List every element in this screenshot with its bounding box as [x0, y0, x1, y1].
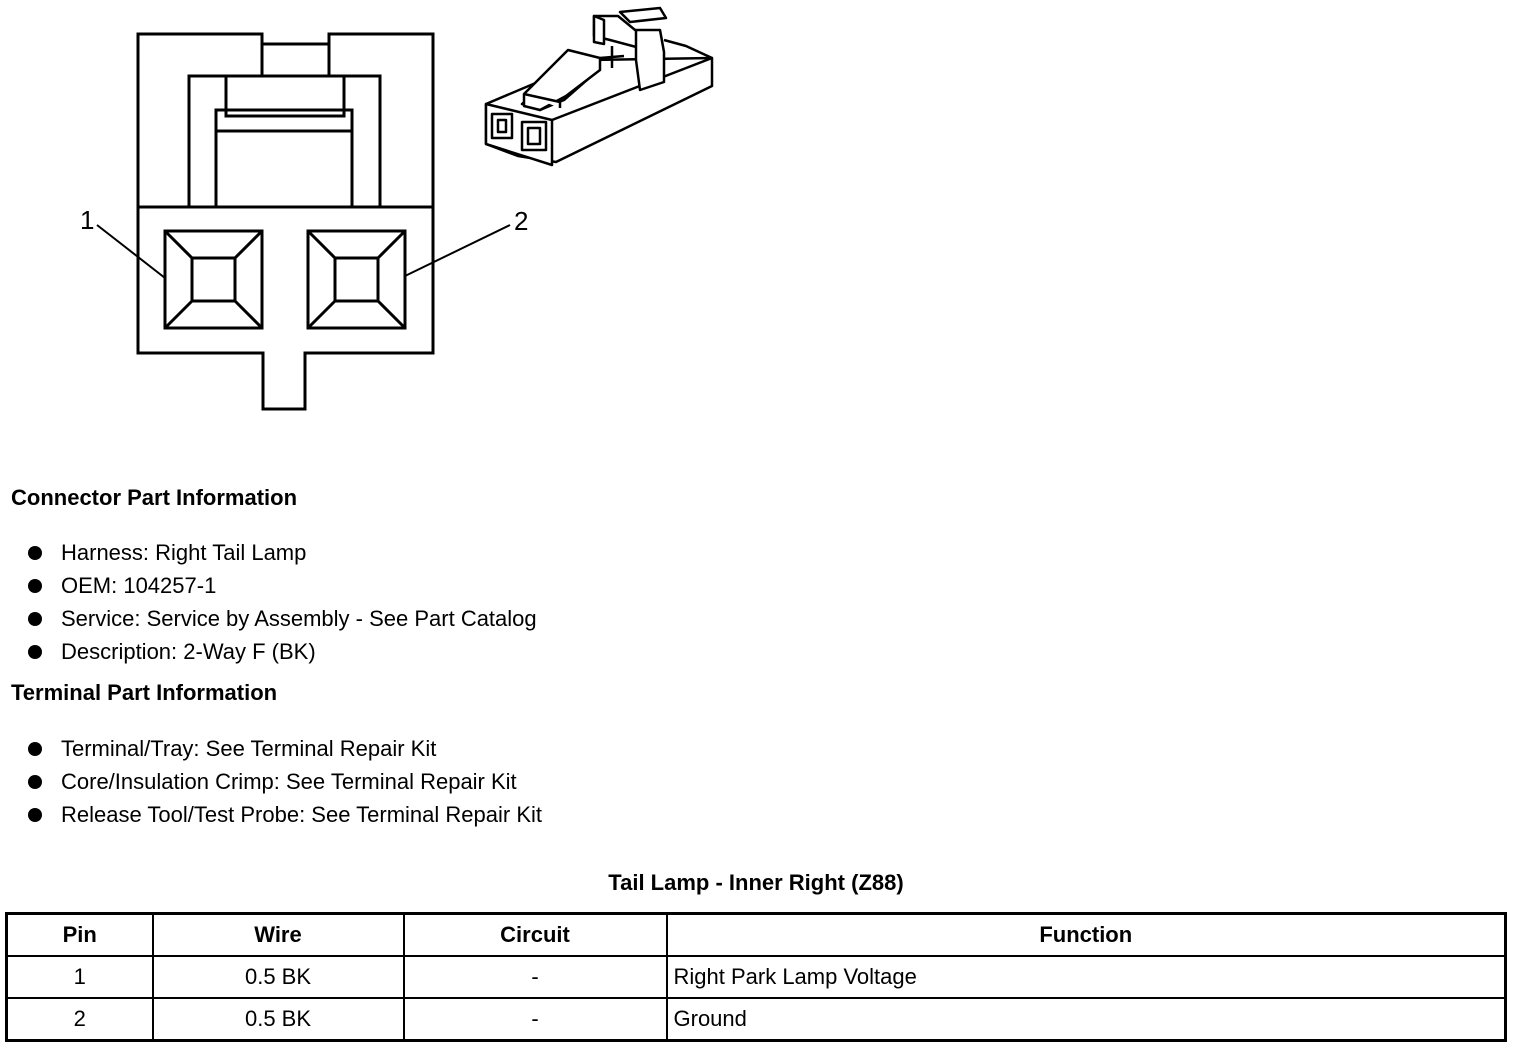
cavity-2-icon: [306, 229, 407, 330]
list-item-text: Description: 2-Way F (BK): [61, 639, 316, 664]
header-circuit: Circuit: [402, 912, 668, 957]
list-item-text: Harness: Right Tail Lamp: [61, 540, 307, 565]
list-item: Harness: Right Tail Lamp: [28, 536, 537, 569]
pinout-table: Pin Wire Circuit Function 1 0.5 BK - Rig…: [5, 912, 1507, 1042]
terminal-info-list: Terminal/Tray: See Terminal Repair Kit C…: [28, 732, 542, 831]
table-row: 2 0.5 BK - Ground: [5, 997, 1507, 1042]
bullet-icon: [28, 611, 42, 626]
cell-function: Right Park Lamp Voltage: [665, 955, 1507, 999]
pin-1-label: 1: [80, 205, 94, 235]
list-item-text: Release Tool/Test Probe: See Terminal Re…: [61, 802, 542, 827]
latch-icon: [187, 42, 382, 207]
bullet-icon: [28, 807, 42, 822]
terminal-info-heading: Terminal Part Information: [11, 680, 278, 705]
bullet-icon: [28, 644, 42, 659]
connector-isometric-icon: [484, 6, 714, 167]
header-wire: Wire: [151, 912, 405, 957]
cell-wire: 0.5 BK: [151, 997, 405, 1042]
bullet-icon: [28, 578, 42, 593]
list-item: Description: 2-Way F (BK): [28, 635, 537, 668]
bullet-icon: [28, 774, 42, 789]
cell-circuit: -: [402, 955, 668, 999]
list-item: OEM: 104257-1: [28, 569, 537, 602]
cavity-1-icon: [163, 229, 264, 330]
table-title: Tail Lamp - Inner Right (Z88): [608, 870, 904, 895]
header-pin: Pin: [5, 912, 154, 957]
list-item-text: Core/Insulation Crimp: See Terminal Repa…: [61, 769, 517, 794]
bullet-icon: [28, 741, 42, 756]
list-item-text: OEM: 104257-1: [61, 573, 217, 598]
list-item: Release Tool/Test Probe: See Terminal Re…: [28, 798, 542, 831]
connector-diagram: 1 2: [80, 6, 714, 411]
list-item-text: Service: Service by Assembly - See Part …: [61, 606, 537, 631]
pin-1-leader: [96, 224, 166, 279]
cell-function: Ground: [665, 997, 1507, 1042]
connector-info-list: Harness: Right Tail Lamp OEM: 104257-1 S…: [28, 536, 537, 668]
cell-wire: 0.5 BK: [151, 955, 405, 999]
list-item: Terminal/Tray: See Terminal Repair Kit: [28, 732, 542, 765]
pin-2-label: 2: [514, 206, 528, 236]
pin-2-leader: [404, 224, 511, 277]
cell-pin: 1: [5, 955, 154, 999]
list-item: Core/Insulation Crimp: See Terminal Repa…: [28, 765, 542, 798]
header-function: Function: [665, 912, 1507, 957]
list-item: Service: Service by Assembly - See Part …: [28, 602, 537, 635]
connector-face-outline: [136, 32, 435, 411]
connector-info-heading: Connector Part Information: [11, 485, 298, 510]
cell-pin: 2: [5, 997, 154, 1042]
cell-circuit: -: [402, 997, 668, 1042]
bullet-icon: [28, 545, 42, 560]
table-header-row: Pin Wire Circuit Function: [5, 912, 1507, 957]
table-row: 1 0.5 BK - Right Park Lamp Voltage: [5, 955, 1507, 999]
list-item-text: Terminal/Tray: See Terminal Repair Kit: [61, 736, 437, 761]
